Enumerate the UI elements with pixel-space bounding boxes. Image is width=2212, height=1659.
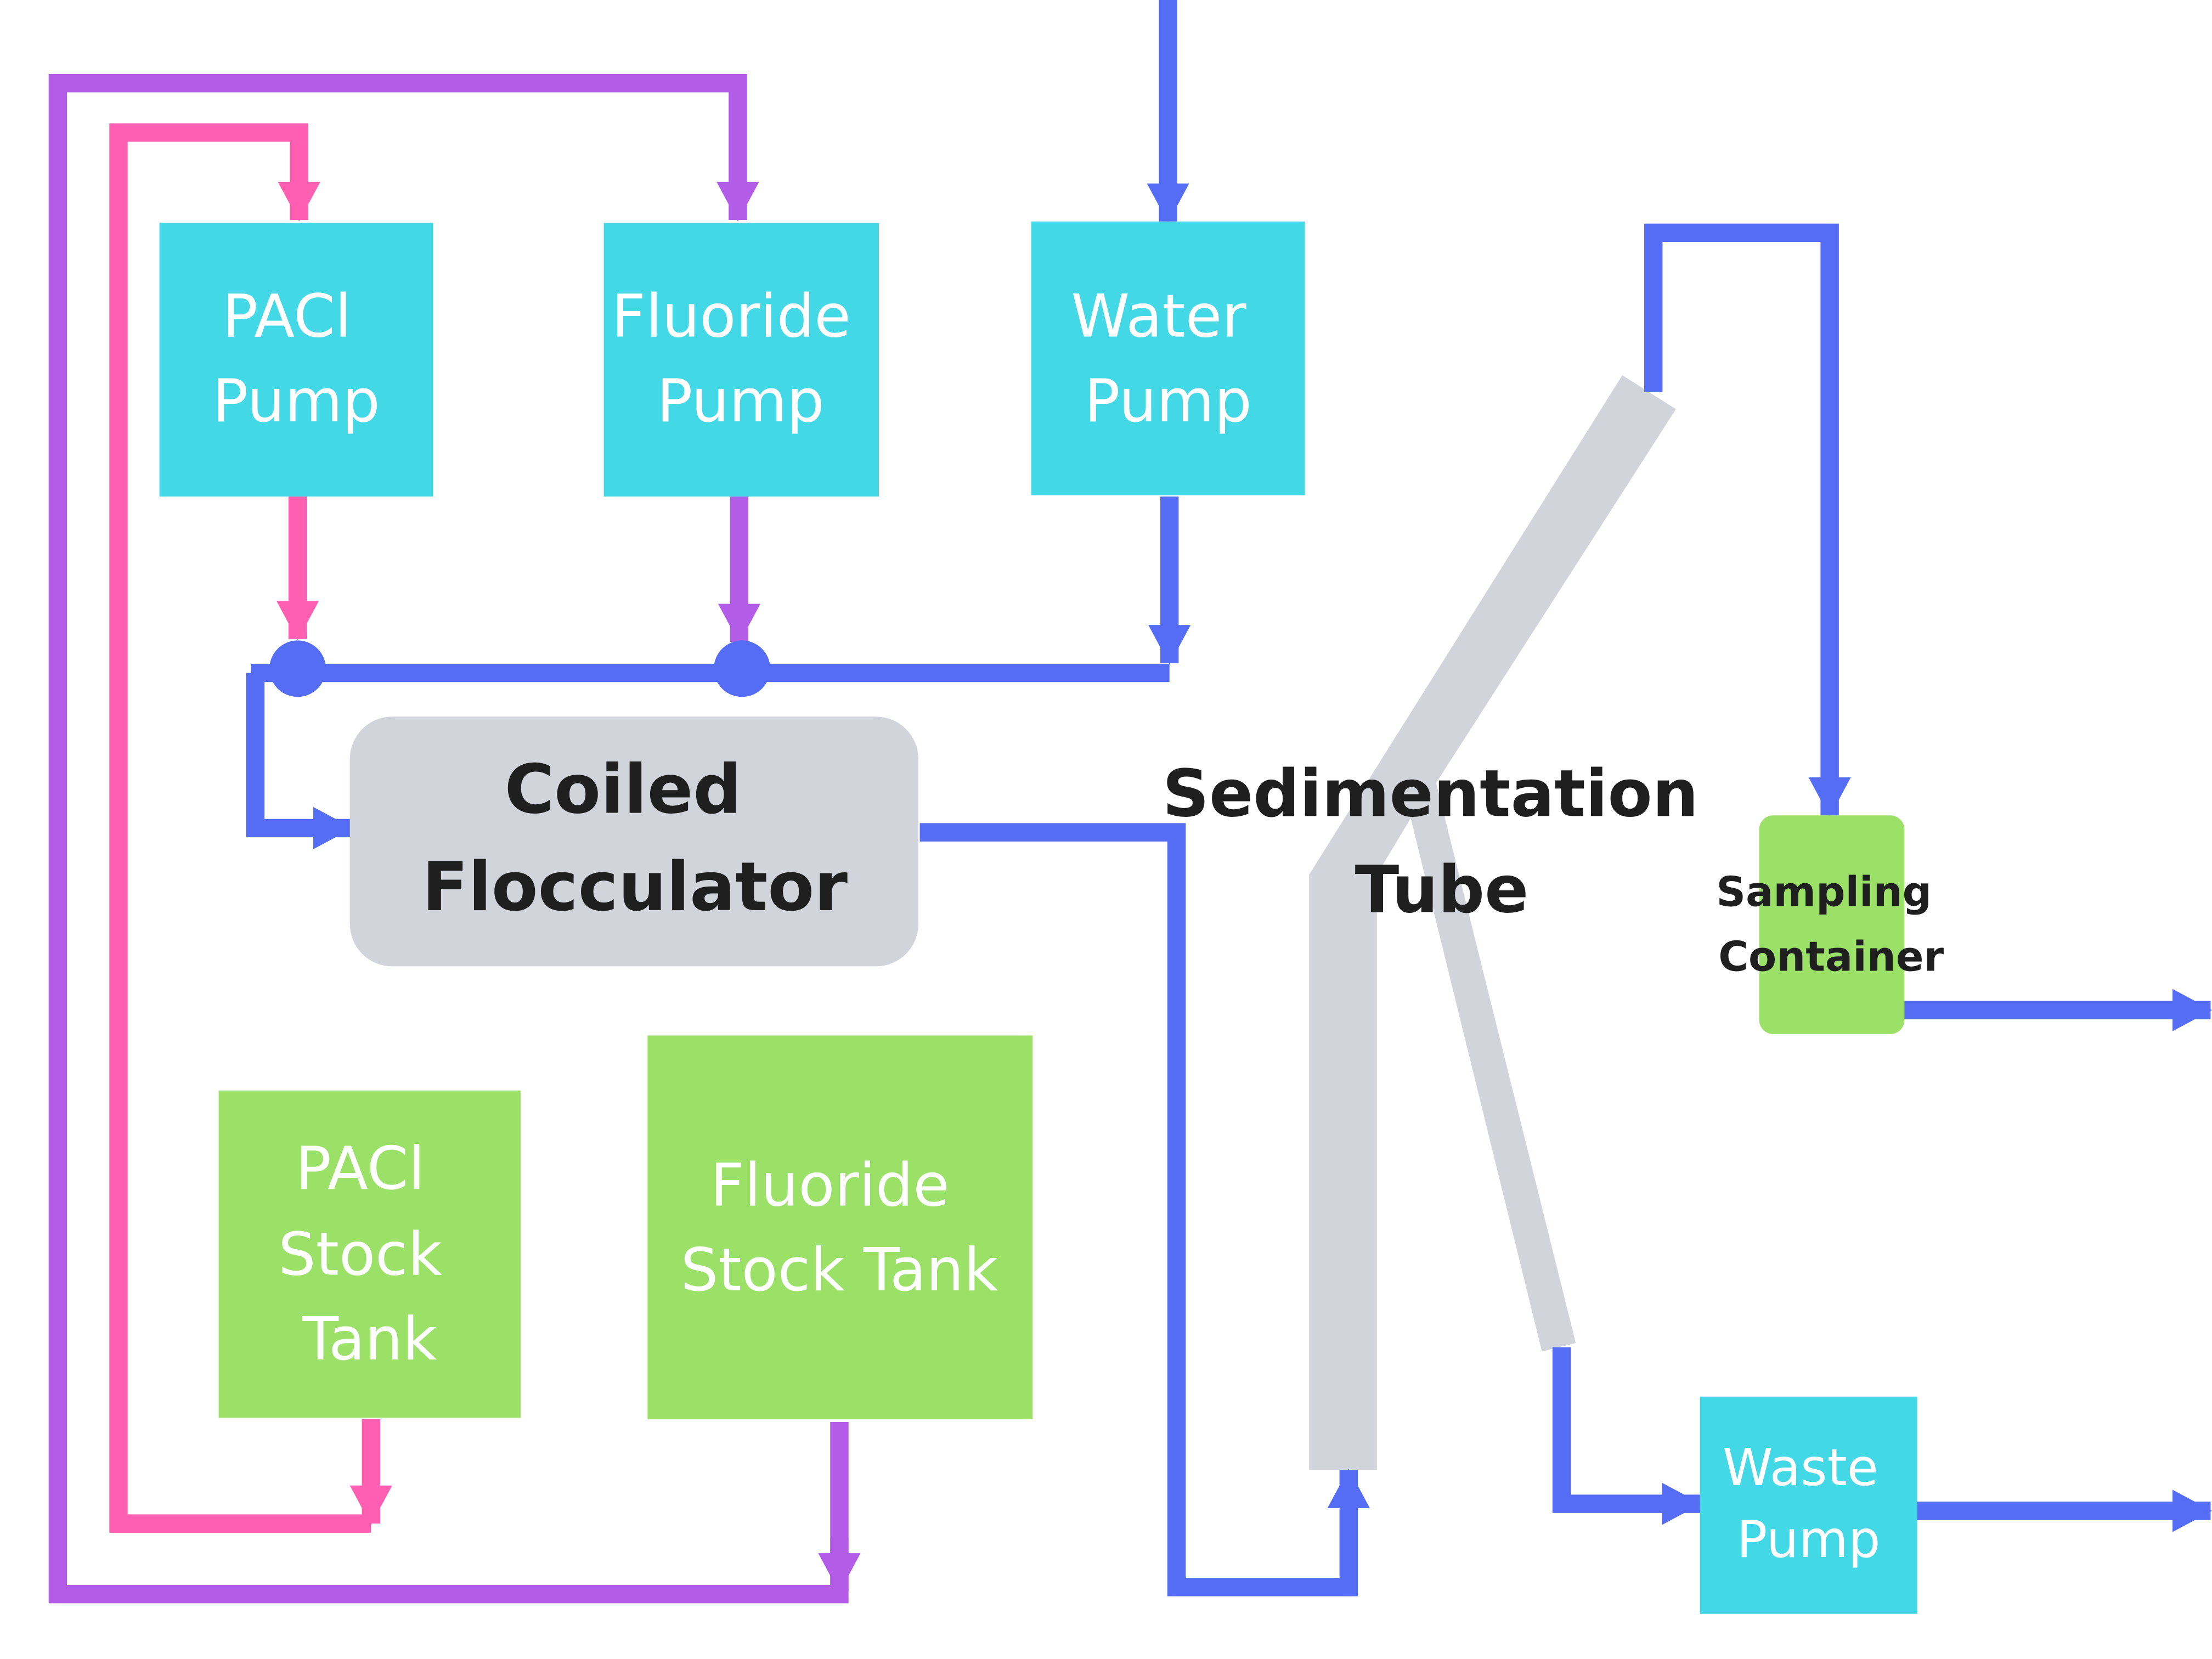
svg-text:Sampling Container: Sampling Container [1716, 868, 1946, 980]
fluoride-junction-node [714, 640, 770, 697]
sludge-to-waste-pump-line [1552, 1347, 1702, 1525]
sedimentation-tube-label: Sedimentation Tube [1163, 756, 1721, 928]
svg-text:Fluoride Pump: Fluoride Pump [612, 282, 870, 435]
waste-pump: Waste Pump [1700, 1396, 1917, 1614]
fluoride-pump: Fluoride Pump [603, 223, 879, 497]
flocculator-inlet-line [246, 673, 353, 849]
pacl-supply-line [109, 123, 371, 1533]
svg-text:PACl Pump: PACl Pump [212, 282, 380, 435]
flocculator-to-tube-line [919, 823, 1370, 1596]
svg-text:Coiled Flocculator: Coiled Flocculator [422, 750, 848, 926]
svg-text:Waste Pump: Waste Pump [1723, 1438, 1894, 1569]
sampling-container: Sampling Container [1716, 815, 1946, 1034]
fluoride-stock-tank: Fluoride Stock Tank [647, 1035, 1033, 1419]
coiled-flocculator: Coiled Flocculator [349, 716, 918, 967]
svg-text:PACl Stock Tank: PACl Stock Tank [278, 1135, 461, 1374]
overflow-to-sampling-line [1644, 223, 1851, 817]
svg-text:Fluoride Stock Tank: Fluoride Stock Tank [681, 1151, 998, 1304]
pacl-stock-tank: PACl Stock Tank [218, 1090, 521, 1418]
pacl-pump: PACl Pump [159, 223, 433, 497]
sedimentation-tube-body [1309, 375, 1676, 1470]
water-pump: Water Pump [1031, 221, 1305, 495]
svg-text:Water Pump: Water Pump [1071, 282, 1265, 435]
pacl-junction-node [269, 640, 326, 697]
